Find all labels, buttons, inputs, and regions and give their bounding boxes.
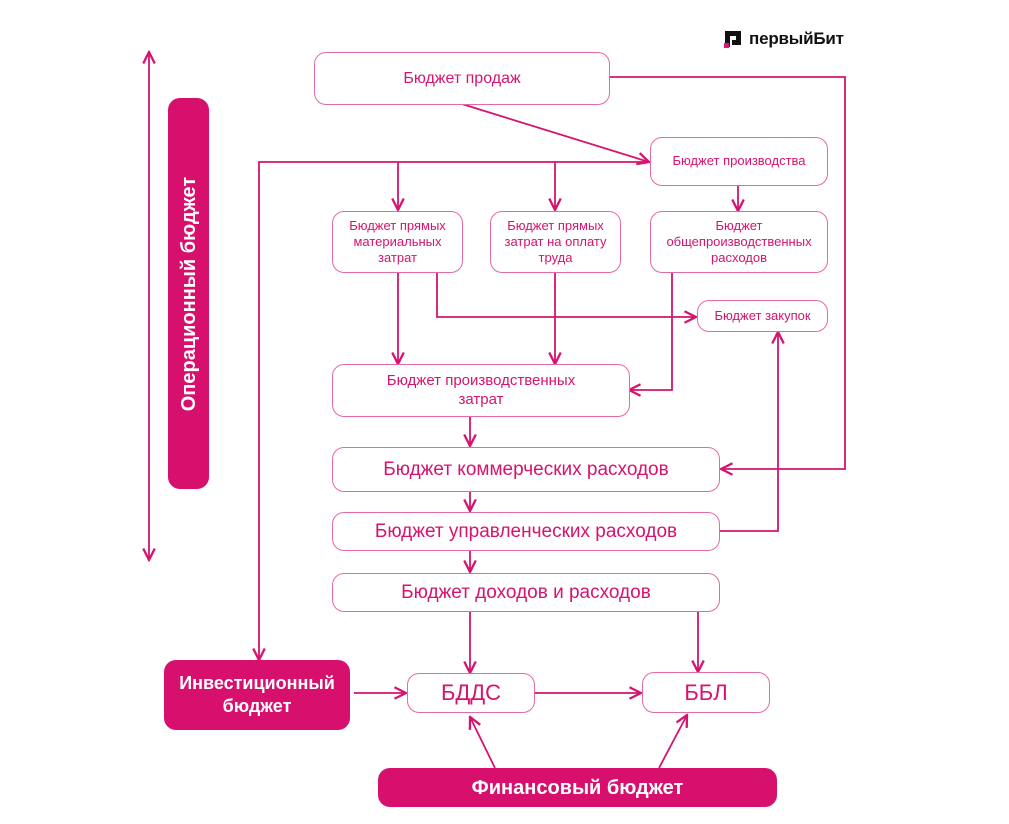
- brand-logo: первыйБит: [723, 29, 844, 49]
- edge-overhead-prodcosts: [629, 272, 673, 390]
- node-purchases-budget[interactable]: Бюджет закупок: [697, 300, 828, 332]
- node-administrative-budget[interactable]: Бюджет управленческих расходов: [332, 512, 720, 551]
- node-label: Бюджет общепроизводственных расходов: [666, 217, 812, 266]
- node-direct-materials-budget[interactable]: Бюджет прямых материальных затрат: [332, 211, 463, 273]
- node-bbl[interactable]: ББЛ: [642, 672, 770, 713]
- edge-materials-purchases: [436, 272, 696, 317]
- node-production-budget[interactable]: Бюджет производства: [650, 137, 828, 186]
- node-income-expense-budget[interactable]: Бюджет доходов и расходов: [332, 573, 720, 612]
- node-label: Бюджет прямых материальных затрат: [349, 217, 446, 266]
- node-commercial-budget[interactable]: Бюджет коммерческих расходов: [332, 447, 720, 492]
- node-label: Бюджет закупок: [714, 307, 811, 323]
- node-label: Бюджет прямых затрат на оплату труда: [504, 217, 607, 266]
- node-label: ББЛ: [684, 679, 728, 705]
- edge-admin-purchases: [719, 332, 778, 532]
- node-overhead-budget[interactable]: Бюджет общепроизводственных расходов: [650, 211, 828, 273]
- node-direct-labor-budget[interactable]: Бюджет прямых затрат на оплату труда: [490, 211, 621, 273]
- pervyi-bit-logo-icon: [724, 31, 741, 48]
- operational-budget-label: Операционный бюджет: [168, 98, 209, 489]
- node-label: БДДС: [440, 680, 502, 706]
- edge-financial-bbl: [658, 715, 687, 769]
- node-label: Финансовый бюджет: [471, 776, 684, 799]
- node-sales-budget[interactable]: Бюджет продаж: [314, 52, 610, 105]
- node-financial-budget[interactable]: Финансовый бюджет: [378, 768, 777, 807]
- edge-financial-bdds: [470, 717, 496, 769]
- node-label: Бюджет коммерческих расходов: [383, 458, 669, 480]
- operational-budget-text: Операционный бюджет: [177, 176, 200, 411]
- node-label: Бюджет производственных затрат: [386, 371, 576, 408]
- node-investment-budget[interactable]: Инвестиционный бюджет: [164, 660, 350, 730]
- node-label: Бюджет продаж: [403, 69, 521, 87]
- node-label: Бюджет управленческих расходов: [374, 520, 678, 542]
- node-label: Бюджет доходов и расходов: [401, 581, 651, 603]
- node-production-costs-budget[interactable]: Бюджет производственных затрат: [332, 364, 630, 417]
- node-label: Бюджет производства: [672, 153, 806, 169]
- brand-name: первыйБит: [749, 29, 844, 48]
- node-bdds[interactable]: БДДС: [407, 673, 535, 713]
- edge-sales-commercial: [609, 76, 846, 469]
- edge-production-bus: [259, 161, 649, 660]
- node-label: Инвестиционный бюджет: [179, 672, 335, 716]
- edge-sales-production: [461, 103, 649, 162]
